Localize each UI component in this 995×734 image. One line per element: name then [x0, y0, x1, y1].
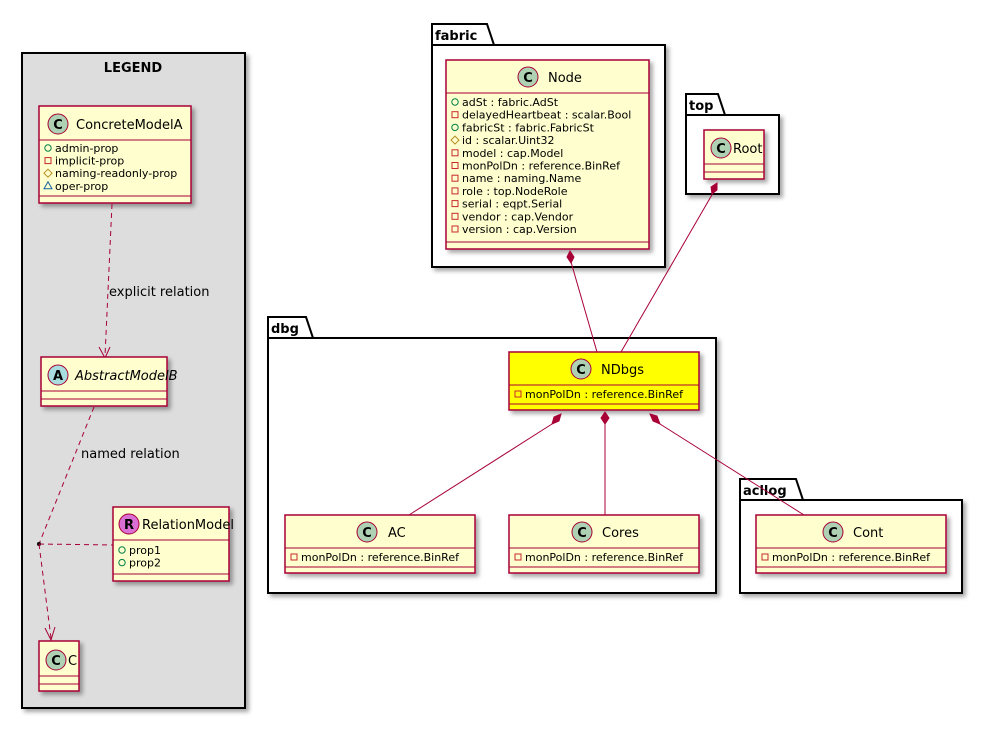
- class-name: AbstractModelB: [74, 369, 178, 384]
- attribute: version : cap.Version: [462, 223, 577, 236]
- class-stereotype-icon: [822, 521, 844, 543]
- class-stereotype-icon: [517, 66, 539, 88]
- stereotype-letter: C: [716, 142, 726, 157]
- visibility-private-icon: [514, 390, 522, 398]
- visibility-private-icon: [451, 200, 459, 208]
- visibility-public-icon: [118, 546, 126, 554]
- class-name: ConcreteModelA: [76, 118, 183, 133]
- visibility-private-icon: [451, 212, 459, 220]
- composition-diamond: [566, 250, 575, 264]
- attribute: monPolDn : reference.BinRef: [772, 551, 931, 564]
- visibility-public-icon: [118, 558, 126, 567]
- attribute: vendor : cap.Vendor: [462, 210, 574, 223]
- attribute: admin-prop: [55, 142, 118, 155]
- composition-diamond: [710, 182, 718, 195]
- class-stereotype-icon: [570, 358, 592, 380]
- attribute: oper-prop: [55, 180, 108, 193]
- stereotype-letter: C: [53, 118, 63, 133]
- stereotype-letter: C: [576, 363, 586, 378]
- class-name: NDbgs: [601, 363, 644, 378]
- class-cores: C Cores monPolDn : reference.BinRef: [508, 514, 700, 574]
- visibility-public-icon: [44, 144, 52, 152]
- visibility-private-icon: [514, 553, 522, 561]
- named-relation: named relation: [37, 406, 180, 642]
- stereotype-letter: C: [828, 526, 838, 541]
- class-concrete-model-a: C ConcreteModelA admin-propimplicit-prop…: [38, 105, 192, 204]
- composition-diamond: [551, 413, 562, 425]
- attribute: adSt : fabric.AdSt: [462, 96, 559, 109]
- stereotype-letter: R: [124, 518, 134, 533]
- explicit-relation-label: explicit relation: [109, 285, 209, 300]
- package-name: acllog: [743, 484, 787, 499]
- class-root: C Root: [703, 129, 765, 180]
- class-name: Node: [548, 71, 582, 86]
- package-name: fabric: [435, 29, 477, 44]
- attribute: monPolDn : reference.BinRef: [525, 388, 684, 401]
- attribute: monPolDn : reference.BinRef: [301, 551, 460, 564]
- class-stereotype-icon: [47, 113, 69, 135]
- visibility-private-icon: [290, 553, 298, 561]
- stereotype-letter: A: [53, 369, 63, 384]
- class-node: C Node adSt : fabric.AdStdelayedHeartbea…: [445, 59, 650, 250]
- attribute: monPolDn : reference.BinRef: [462, 160, 621, 173]
- class-stereotype-icon: [45, 649, 67, 671]
- legend-title: LEGEND: [104, 61, 163, 76]
- class-name: C: [68, 654, 77, 669]
- attribute: serial : eqpt.Serial: [462, 198, 562, 211]
- composition-diamond: [649, 413, 661, 425]
- class-name: Cores: [602, 526, 639, 541]
- visibility-private-icon: [451, 149, 459, 157]
- composition-links: [408, 182, 805, 516]
- class-name: Cont: [853, 526, 883, 541]
- attribute: id : scalar.Uint32: [462, 134, 554, 147]
- attribute: prop1: [129, 544, 161, 557]
- visibility-protected-icon: [43, 168, 53, 178]
- attribute: delayedHeartbeat : scalar.Bool: [462, 109, 631, 122]
- visibility-private-icon: [451, 162, 459, 169]
- attribute: fabricSt : fabric.FabricSt: [462, 121, 595, 134]
- attribute: implicit-prop: [55, 155, 124, 168]
- stereotype-letter: C: [523, 71, 533, 86]
- class-ac: C AC monPolDn : reference.BinRef: [284, 514, 476, 574]
- relation-stereotype-icon: [118, 513, 140, 535]
- visibility-public-icon: [451, 98, 459, 106]
- attribute: prop2: [129, 557, 161, 570]
- attribute: name : naming.Name: [462, 172, 582, 185]
- package-name: top: [689, 99, 713, 114]
- visibility-private-icon: [451, 225, 459, 233]
- stereotype-letter: C: [362, 526, 372, 541]
- visibility-package-icon: [43, 180, 53, 190]
- class-name: Root: [733, 142, 762, 157]
- abstract-stereotype-icon: [47, 364, 69, 386]
- attribute: monPolDn : reference.BinRef: [525, 551, 684, 564]
- class-cont: C Cont monPolDn : reference.BinRef: [755, 514, 947, 574]
- visibility-private-icon: [451, 174, 459, 182]
- named-relation-label: named relation: [81, 447, 180, 462]
- class-stereotype-icon: [571, 521, 593, 543]
- visibility-private-icon: [761, 553, 769, 561]
- visibility-private-icon: [451, 111, 459, 119]
- attribute: model : cap.Model: [462, 147, 563, 160]
- visibility-public-icon: [451, 123, 459, 132]
- class-c: C C: [38, 640, 80, 692]
- visibility-private-icon: [451, 187, 459, 195]
- class-stereotype-icon: [356, 521, 378, 543]
- composition-diamond: [600, 411, 610, 425]
- visibility-protected-icon: [450, 135, 460, 145]
- stereotype-letter: C: [51, 654, 61, 669]
- package-name: dbg: [271, 322, 299, 337]
- class-abstract-model-b: A AbstractModelB: [40, 356, 178, 407]
- class-name: AC: [388, 526, 406, 541]
- class-ndbgs: C NDbgs monPolDn : reference.BinRef: [508, 351, 700, 411]
- attribute: role : top.NodeRole: [462, 185, 568, 198]
- class-stereotype-icon: [710, 137, 732, 159]
- class-name: RelationModel: [142, 518, 234, 533]
- visibility-private-icon: [44, 157, 52, 165]
- stereotype-letter: C: [577, 526, 587, 541]
- attribute: naming-readonly-prop: [55, 167, 177, 180]
